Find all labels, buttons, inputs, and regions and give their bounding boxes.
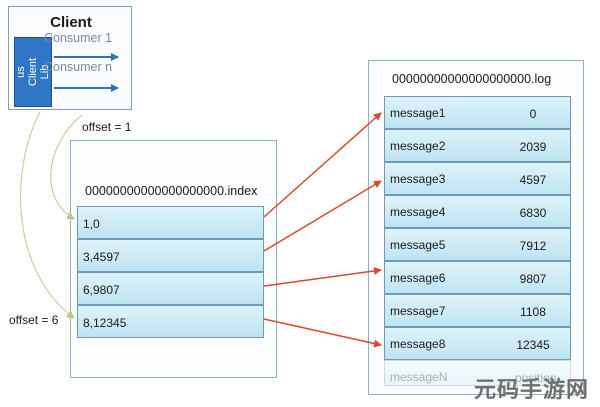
client-box: Client us Client Lib xyxy=(8,6,132,110)
message-name: message2 xyxy=(390,139,446,153)
offset-6-curve xyxy=(20,111,75,319)
index-entry: 1,0 xyxy=(77,206,264,239)
log-message-row: message8 12345 xyxy=(384,327,571,360)
pointer-arrow xyxy=(263,112,382,218)
log-filename: 00000000000000000000.log xyxy=(392,72,552,86)
log-message-row: message1 0 xyxy=(384,96,571,129)
index-entry: 6,9807 xyxy=(77,272,264,305)
log-message-row: message5 7912 xyxy=(384,228,571,261)
message-position: 7912 xyxy=(519,239,547,253)
log-message-row: message3 4597 xyxy=(384,162,571,195)
message-name: message7 xyxy=(390,304,446,318)
watermark-logo: 元码手游网 xyxy=(474,377,590,402)
pointer-arrow xyxy=(263,180,382,252)
index-entry-text: 6,9807 xyxy=(83,283,120,297)
message-position: 4597 xyxy=(519,173,547,187)
log-message-row: message7 1108 xyxy=(384,294,571,327)
index-filename: 00000000000000000000.index xyxy=(85,184,258,198)
message-name: message1 xyxy=(390,106,446,120)
index-entry-text: 8,12345 xyxy=(83,316,127,330)
message-position: 2039 xyxy=(519,140,547,154)
client-title: Client xyxy=(50,14,92,31)
message-name: message5 xyxy=(390,238,446,252)
message-position: 6830 xyxy=(519,206,547,220)
message-position: position xyxy=(515,371,557,385)
log-message-row: messageN position xyxy=(384,360,571,386)
log-message-row: message6 9807 xyxy=(384,261,571,294)
index-entry-text: 1,0 xyxy=(83,217,100,231)
message-position: 1108 xyxy=(520,305,546,319)
message-position: 9807 xyxy=(519,272,547,286)
message-name: message4 xyxy=(390,205,446,219)
message-name: messageN xyxy=(390,370,448,384)
log-message-row: message4 6830 xyxy=(384,195,571,228)
message-name: message3 xyxy=(390,172,446,186)
consumer-n-label: Consumer n xyxy=(44,60,113,74)
offset-6-label: offset = 6 xyxy=(9,313,59,327)
consumer-1-label: Consumer 1 xyxy=(44,31,113,45)
client-lib-block: us Client Lib xyxy=(14,37,52,107)
message-name: message6 xyxy=(390,271,446,285)
message-name: message8 xyxy=(390,337,446,351)
message-position: 0 xyxy=(529,107,537,121)
pointer-arrow xyxy=(263,318,382,348)
offset-1-label: offset = 1 xyxy=(82,120,132,134)
log-message-row: message2 2039 xyxy=(384,129,571,162)
message-position: 12345 xyxy=(516,338,550,352)
index-entry: 8,12345 xyxy=(77,305,264,338)
pointer-arrow xyxy=(263,266,382,287)
index-entry-text: 3,4597 xyxy=(83,250,120,264)
index-entry: 3,4597 xyxy=(77,239,264,272)
